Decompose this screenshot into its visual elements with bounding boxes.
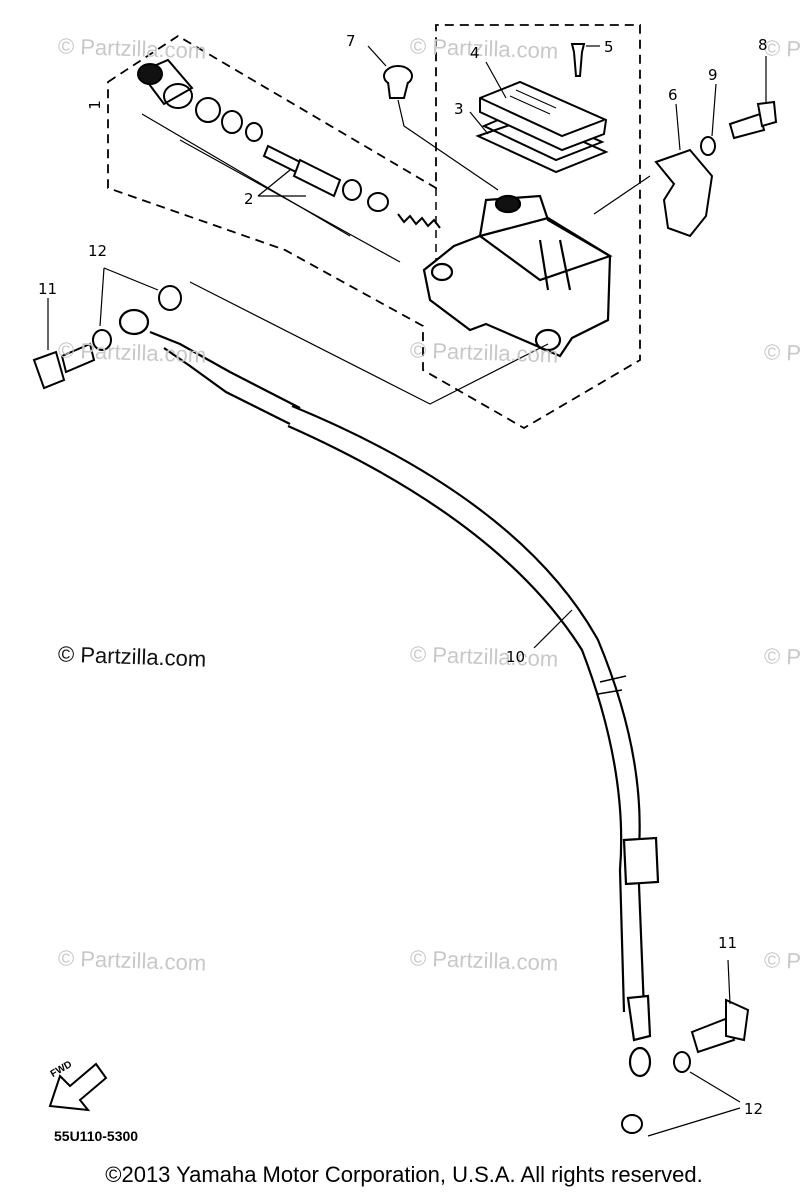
watermark: © Partzilla.com	[409, 33, 559, 64]
watermark: © Partzilla.com	[409, 641, 559, 672]
union-bolt-bottom	[690, 998, 750, 1054]
callout-3: 3	[454, 100, 464, 118]
leader-12-top	[99, 267, 159, 327]
callout-9: 9	[708, 66, 718, 84]
callout-12-bottom: 12	[744, 1100, 764, 1118]
watermark: © P	[763, 947, 802, 974]
callout-4: 4	[470, 44, 480, 62]
callout-2: 2	[244, 190, 254, 208]
watermark: © P	[763, 643, 802, 670]
callout-10: 10	[506, 648, 526, 666]
callout-6: 6	[668, 86, 678, 104]
callout-12-top: 12	[88, 242, 108, 260]
leader-10	[533, 609, 573, 649]
watermark-dark: © Partzilla.com	[57, 641, 207, 672]
fwd-arrow-icon	[48, 1062, 108, 1112]
leader-12-bottom	[647, 1071, 741, 1137]
callout-11-bottom: 11	[718, 934, 738, 952]
reservoir-cap	[475, 80, 609, 174]
diagram-code: 55U110-5300	[54, 1128, 139, 1144]
union-bolt-top	[32, 342, 96, 390]
watermark: © Partzilla.com	[409, 945, 559, 976]
bolt-8	[728, 100, 778, 140]
copyright-notice: ©2013 Yamaha Motor Corporation, U.S.A. A…	[105, 1162, 703, 1187]
master-cylinder-body	[422, 194, 613, 358]
reservoir-knob	[383, 65, 499, 191]
watermark: © Partzilla.com	[57, 33, 207, 64]
callout-11-top: 11	[38, 280, 58, 298]
washer-12-lower	[92, 329, 112, 351]
assembly-boundary-dashed	[107, 24, 641, 430]
handlebar-holder	[654, 148, 714, 238]
brake-hose	[118, 308, 660, 1078]
washer-9	[700, 136, 716, 156]
leader-hose-boundary	[189, 281, 549, 405]
holder-leader	[593, 175, 651, 215]
cap-screw	[570, 43, 586, 77]
watermark: © P	[763, 35, 802, 62]
callout-leaders	[47, 45, 767, 1005]
watermark: © P	[763, 339, 802, 366]
washer-12-upper	[158, 285, 182, 311]
washer-12-bottom-a	[673, 1051, 691, 1073]
callout-1: 1	[85, 100, 104, 110]
watermark: © Partzilla.com	[57, 945, 207, 976]
washer-12-bottom-b	[621, 1114, 643, 1134]
piston-kit	[137, 58, 441, 263]
watermark: © Partzilla.com	[409, 337, 559, 368]
callout-5: 5	[604, 38, 614, 56]
watermark: © Partzilla.com	[57, 337, 207, 368]
callout-8: 8	[758, 36, 768, 54]
callout-7: 7	[346, 32, 356, 50]
